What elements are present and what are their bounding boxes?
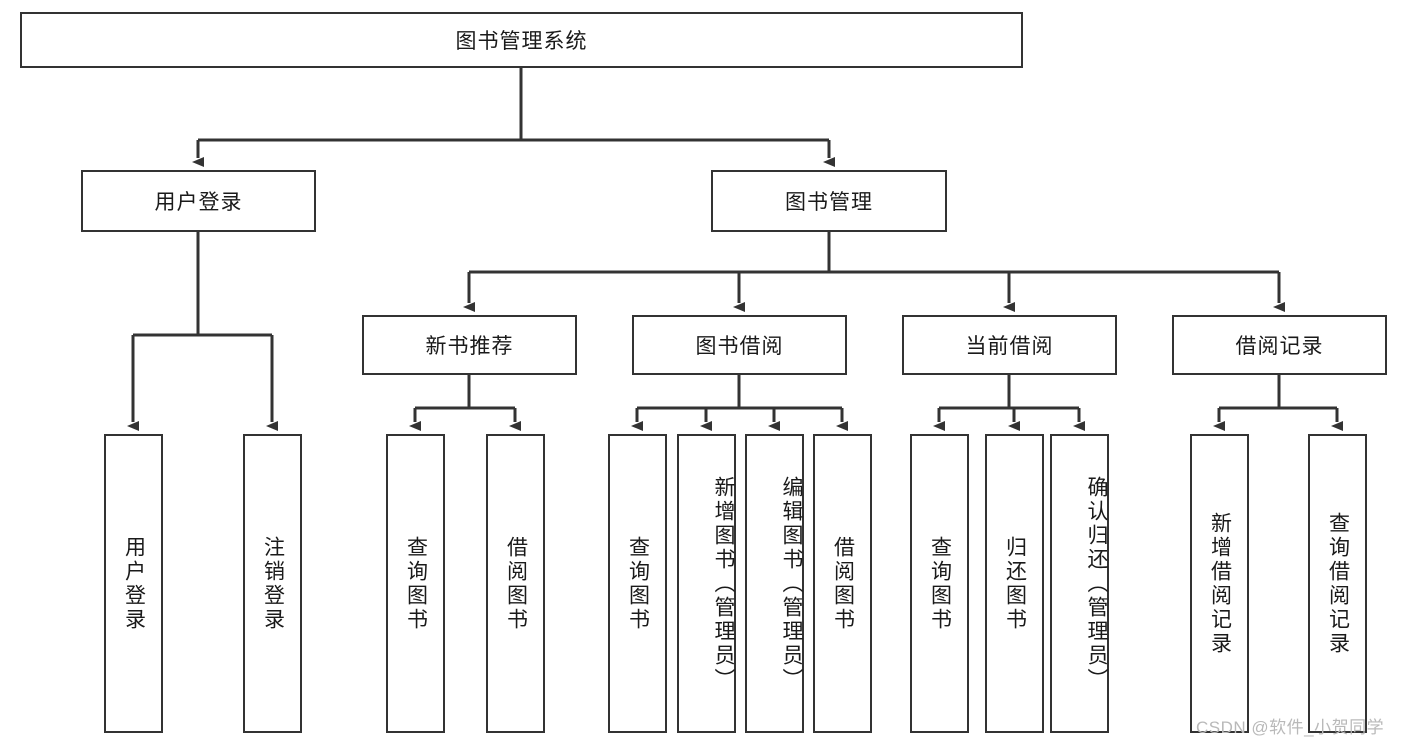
node-label: 当前借阅 <box>965 335 1054 358</box>
node-label: 借阅图书 <box>831 535 855 632</box>
node-label: 确认归还（管理员） <box>1085 475 1108 692</box>
node-leaf-query-borrow-record[interactable]: 查询借阅记录 <box>1308 434 1367 733</box>
node-label: 查询借阅记录 <box>1326 511 1350 656</box>
node-leaf-logout[interactable]: 注销登录 <box>243 434 302 733</box>
node-leaf-confirm-return-admin[interactable]: 确认归还（管理员） <box>1050 434 1109 733</box>
node-label: 用户登录 <box>122 535 146 632</box>
node-user-login[interactable]: 用户登录 <box>81 170 316 232</box>
node-leaf-edit-book-admin[interactable]: 编辑图书（管理员） <box>745 434 804 733</box>
node-book-manage[interactable]: 图书管理 <box>711 170 947 232</box>
node-root[interactable]: 图书管理系统 <box>20 12 1023 68</box>
node-leaf-borrow-book[interactable]: 借阅图书 <box>813 434 872 733</box>
node-label: 图书管理系统 <box>455 30 588 53</box>
node-leaf-add-book-admin[interactable]: 新增图书（管理员） <box>677 434 736 733</box>
csdn-watermark: CSDN @软件_小贺同学 <box>1196 718 1385 737</box>
node-label: 查询图书 <box>626 535 650 632</box>
node-label: 图书借阅 <box>695 335 784 358</box>
node-leaf-borrow-book-new[interactable]: 借阅图书 <box>486 434 545 733</box>
node-label: 注销登录 <box>261 535 285 632</box>
node-borrow-record[interactable]: 借阅记录 <box>1172 315 1387 375</box>
node-label: 新增借阅记录 <box>1208 511 1232 656</box>
node-leaf-query-book-current[interactable]: 查询图书 <box>910 434 969 733</box>
node-label: 查询图书 <box>928 535 952 632</box>
node-label: 编辑图书（管理员） <box>780 475 803 692</box>
node-current-borrow[interactable]: 当前借阅 <box>902 315 1117 375</box>
node-label: 新增图书（管理员） <box>712 475 735 692</box>
node-leaf-query-book-new[interactable]: 查询图书 <box>386 434 445 733</box>
node-leaf-add-borrow-record[interactable]: 新增借阅记录 <box>1190 434 1249 733</box>
node-book-borrow[interactable]: 图书借阅 <box>632 315 847 375</box>
node-new-book-recommend[interactable]: 新书推荐 <box>362 315 577 375</box>
node-label: 新书推荐 <box>425 335 514 358</box>
node-leaf-return-book[interactable]: 归还图书 <box>985 434 1044 733</box>
node-leaf-user-login[interactable]: 用户登录 <box>104 434 163 733</box>
node-leaf-query-book-borrow[interactable]: 查询图书 <box>608 434 667 733</box>
node-label: 查询图书 <box>404 535 428 632</box>
node-label: 用户登录 <box>154 191 243 214</box>
node-label: 借阅图书 <box>504 535 528 632</box>
node-label: 归还图书 <box>1003 535 1027 632</box>
node-label: 图书管理 <box>785 191 873 214</box>
node-label: 借阅记录 <box>1235 335 1324 358</box>
